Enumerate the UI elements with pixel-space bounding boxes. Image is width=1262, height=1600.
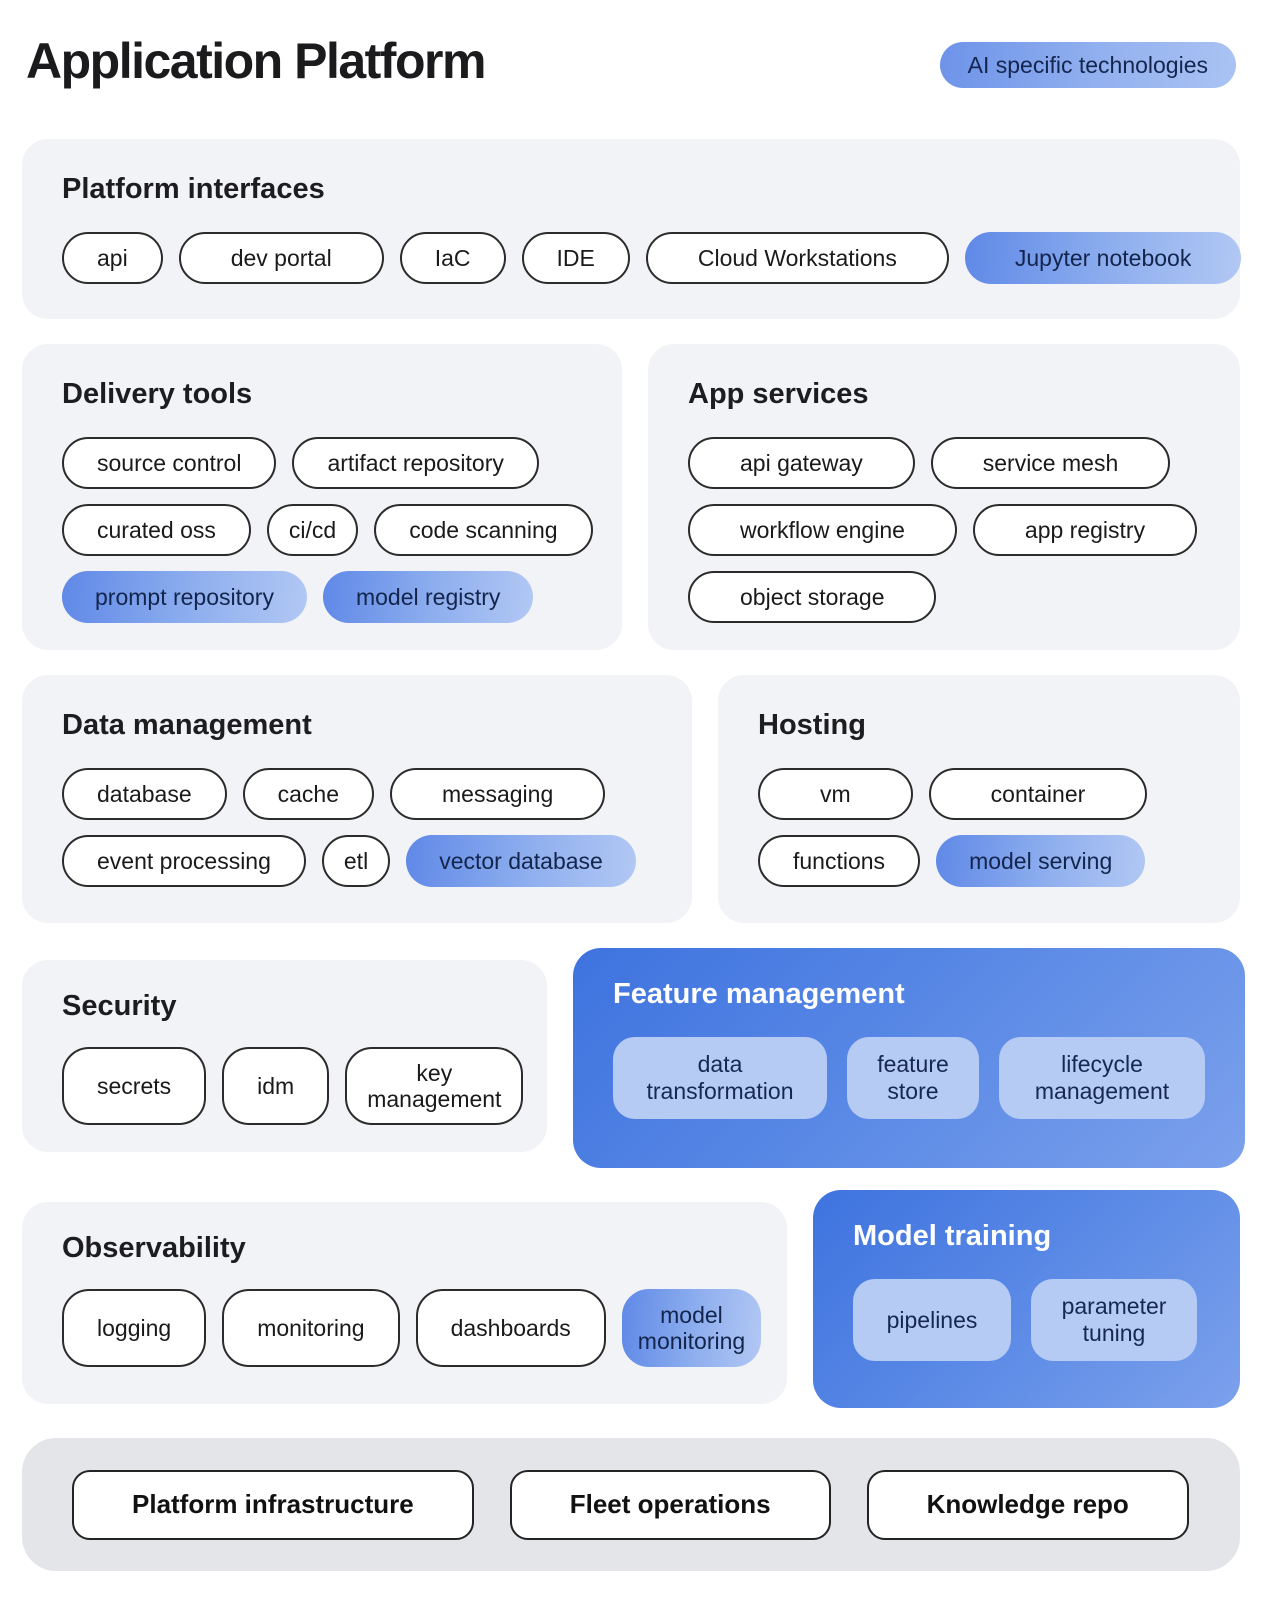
section-title-platform-interfaces: Platform interfaces	[62, 173, 325, 205]
data-management-row-2: event processing etl vector database	[62, 835, 652, 888]
pill-ci-cd: ci/cd	[266, 504, 359, 557]
pill-vector-database: vector database	[406, 835, 636, 888]
section-hosting: Hosting vm container functions model ser…	[718, 675, 1240, 923]
pill-service-mesh: service mesh	[930, 437, 1171, 490]
pill-api: api	[62, 232, 163, 285]
row-data-hosting: Data management database cache messaging…	[22, 675, 1240, 923]
pill-ide: IDE	[521, 232, 630, 285]
pill-cloud-workstations: Cloud Workstations	[645, 232, 949, 285]
pill-platform-infrastructure: Platform infrastructure	[72, 1469, 474, 1540]
section-data-management: Data management database cache messaging…	[22, 675, 692, 923]
row-observability-training: Observability logging monitoring dashboa…	[22, 1190, 1240, 1408]
page-title: Application Platform	[26, 33, 486, 89]
pill-app-registry: app registry	[972, 504, 1198, 557]
model-training-pills: pipelines parameter tuning	[853, 1279, 1200, 1362]
security-pills: secrets idm key management	[62, 1047, 524, 1126]
pill-pipelines: pipelines	[853, 1279, 1011, 1362]
section-delivery-tools: Delivery tools source control artifact r…	[22, 344, 622, 650]
pill-lifecycle-management: lifecycle management	[999, 1037, 1205, 1120]
section-platform-interfaces: Platform interfaces api dev portal IaC I…	[22, 139, 1242, 319]
pill-key-management: key management	[345, 1047, 524, 1126]
pill-source-control: source control	[62, 437, 277, 490]
pill-parameter-tuning: parameter tuning	[1031, 1279, 1197, 1362]
section-title-model-training: Model training	[853, 1220, 1052, 1252]
ai-legend-badge: AI specific technologies	[939, 42, 1236, 88]
pill-fleet-operations: Fleet operations	[509, 1469, 831, 1540]
delivery-tools-row-3: prompt repository model registry	[62, 571, 582, 624]
pill-iac: IaC	[399, 232, 506, 285]
pill-messaging: messaging	[390, 768, 606, 821]
delivery-tools-row-2: curated oss ci/cd code scanning	[62, 504, 593, 557]
pill-prompt-repository: prompt repository	[62, 571, 307, 624]
pill-dashboards: dashboards	[415, 1289, 606, 1368]
row-delivery-appservices: Delivery tools source control artifact r…	[22, 344, 1240, 650]
pill-curated-oss: curated oss	[62, 504, 251, 557]
section-observability: Observability logging monitoring dashboa…	[22, 1202, 787, 1404]
row-security-feature: Security secrets idm key management Feat…	[22, 948, 1245, 1168]
header: Application Platform AI specific technol…	[22, 34, 1240, 89]
section-model-training: Model training pipelines parameter tunin…	[813, 1190, 1240, 1408]
pill-idm: idm	[222, 1047, 330, 1126]
app-services-row-2: workflow engine app registry	[688, 504, 1200, 557]
section-app-services: App services api gateway service mesh wo…	[648, 344, 1240, 650]
observability-pills: logging monitoring dashboards model moni…	[62, 1289, 762, 1368]
section-security: Security secrets idm key management	[22, 960, 547, 1152]
section-title-hosting: Hosting	[758, 709, 866, 741]
app-services-row-3: object storage	[688, 571, 1200, 624]
section-feature-management: Feature management data transformation f…	[573, 948, 1245, 1168]
pill-dev-portal: dev portal	[178, 232, 384, 285]
pill-workflow-engine: workflow engine	[688, 504, 957, 557]
pill-vm: vm	[758, 768, 913, 821]
footer-bar: Platform infrastructure Fleet operations…	[22, 1438, 1240, 1571]
section-title-feature-management: Feature management	[613, 978, 905, 1010]
pill-code-scanning: code scanning	[374, 504, 593, 557]
hosting-row-2: functions model serving	[758, 835, 1200, 888]
section-title-data-management: Data management	[62, 709, 312, 741]
pill-jupyter-notebook: Jupyter notebook	[964, 232, 1242, 285]
section-title-security: Security	[62, 990, 177, 1022]
pill-model-serving: model serving	[936, 835, 1146, 888]
platform-interfaces-pills: api dev portal IaC IDE Cloud Workstation…	[62, 232, 1242, 285]
pill-knowledge-repo: Knowledge repo	[866, 1469, 1189, 1540]
app-services-row-1: api gateway service mesh	[688, 437, 1200, 490]
pill-secrets: secrets	[62, 1047, 207, 1126]
pill-container: container	[928, 768, 1148, 821]
pill-cache: cache	[242, 768, 375, 821]
pill-object-storage: object storage	[688, 571, 937, 624]
pill-model-monitoring: model monitoring	[621, 1289, 762, 1368]
pill-data-transformation: data transformation	[613, 1037, 827, 1120]
hosting-row-1: vm container	[758, 768, 1200, 821]
pill-api-gateway: api gateway	[688, 437, 915, 490]
pill-etl: etl	[321, 835, 391, 888]
pill-monitoring: monitoring	[222, 1289, 400, 1368]
delivery-tools-row-1: source control artifact repository	[62, 437, 582, 490]
pill-event-processing: event processing	[62, 835, 306, 888]
data-management-row-1: database cache messaging	[62, 768, 652, 821]
section-title-delivery-tools: Delivery tools	[62, 378, 253, 410]
feature-management-pills: data transformation feature store lifecy…	[613, 1037, 1205, 1120]
pill-feature-store: feature store	[847, 1037, 979, 1120]
pill-artifact-repository: artifact repository	[292, 437, 539, 490]
section-title-app-services: App services	[688, 378, 869, 410]
pill-functions: functions	[758, 835, 921, 888]
pill-logging: logging	[62, 1289, 207, 1368]
pill-database: database	[62, 768, 227, 821]
pill-model-registry: model registry	[322, 571, 534, 624]
section-title-observability: Observability	[62, 1232, 246, 1264]
